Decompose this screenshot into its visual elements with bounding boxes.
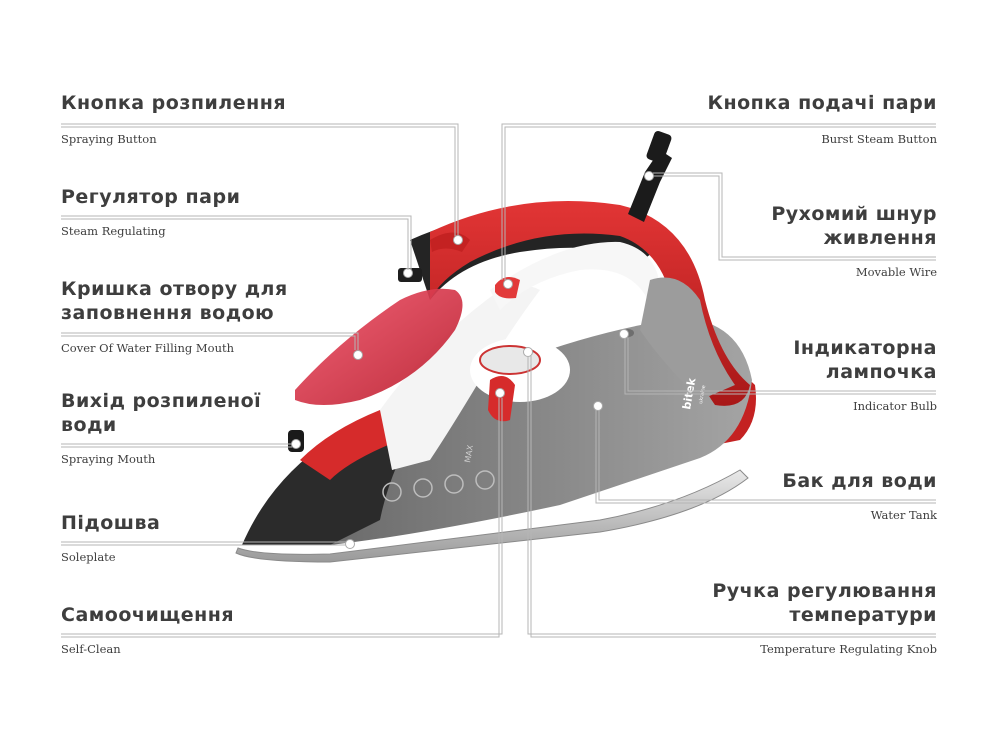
label-burst-steam: Кнопка подачі пари xyxy=(707,91,937,115)
label-soleplate-en: Soleplate xyxy=(61,550,116,564)
label-self-clean: Самоочищення xyxy=(61,603,234,627)
label-temp-knob: Ручка регулювання температури xyxy=(712,579,937,627)
label-self-clean-en: Self-Clean xyxy=(61,642,121,656)
handle-white xyxy=(490,241,660,310)
label-ua: Бак для води xyxy=(782,470,937,492)
label-cover-water-en: Cover Of Water Filling Mouth xyxy=(61,341,235,355)
label-spraying-button-en: Spraying Button xyxy=(61,132,157,146)
label-temp-knob-en: Temperature Regulating Knob xyxy=(760,642,937,656)
label-spraying-mouth-en: Spraying Mouth xyxy=(61,452,156,466)
label-ua: живлення xyxy=(823,227,937,249)
label-soleplate: Підошва xyxy=(61,511,160,535)
function-icons xyxy=(382,470,495,502)
label-ua: лампочка xyxy=(825,361,937,383)
handle-red xyxy=(430,201,750,406)
label-ua: Самоочищення xyxy=(61,604,235,626)
label-ua: температури xyxy=(789,604,937,626)
rear-column-gray xyxy=(640,277,735,400)
label-ua: Підошва xyxy=(61,512,161,534)
label-indicator-bulb: Індикаторна лампочка xyxy=(793,336,937,384)
label-movable-wire-en: Movable Wire xyxy=(855,265,937,279)
soleplate-shape xyxy=(235,469,749,563)
label-ua: Регулятор пари xyxy=(61,186,241,208)
label-ua: Ручка регулювання xyxy=(712,580,937,602)
label-burst-steam-en: Burst Steam Button xyxy=(821,132,937,146)
label-movable-wire: Рухомий шнур живлення xyxy=(771,202,937,250)
label-indicator-bulb-en: Indicator Bulb xyxy=(853,399,937,413)
label-water-tank-en: Water Tank xyxy=(870,508,937,522)
callout-dots xyxy=(291,171,654,549)
label-water-tank: Бак для води xyxy=(782,469,937,493)
cord-tip xyxy=(646,130,672,164)
iron-illustration: bitek ukraine MAX xyxy=(235,130,756,563)
max-marking: MAX xyxy=(463,444,475,464)
leader-lines xyxy=(61,123,936,638)
side-red xyxy=(300,410,400,480)
label-ua: Кнопка розпилення xyxy=(61,92,287,114)
label-spraying-button: Кнопка розпилення xyxy=(61,91,286,115)
front-white xyxy=(380,285,540,470)
front-dark xyxy=(242,420,420,545)
label-ua: Індикаторна xyxy=(793,337,937,359)
label-ua: заповнення водою xyxy=(61,302,275,324)
label-ua: Вихід розпиленої xyxy=(61,390,262,412)
label-steam-regulating-en: Steam Regulating xyxy=(61,224,166,238)
label-ua: Кришка отвору для xyxy=(61,278,288,300)
label-ua: Рухомий шнур xyxy=(771,203,937,225)
label-ua: води xyxy=(61,414,117,436)
water-cover xyxy=(295,288,463,405)
cord-shape xyxy=(628,150,672,222)
label-steam-regulating: Регулятор пари xyxy=(61,185,240,209)
brand-logo: bitek xyxy=(680,376,698,410)
label-spraying-mouth: Вихід розпиленої води xyxy=(61,389,261,437)
brand-sub: ukraine xyxy=(698,385,707,405)
label-cover-water: Кришка отвору для заповнення водою xyxy=(61,277,288,325)
label-ua: Кнопка подачі пари xyxy=(707,92,937,114)
